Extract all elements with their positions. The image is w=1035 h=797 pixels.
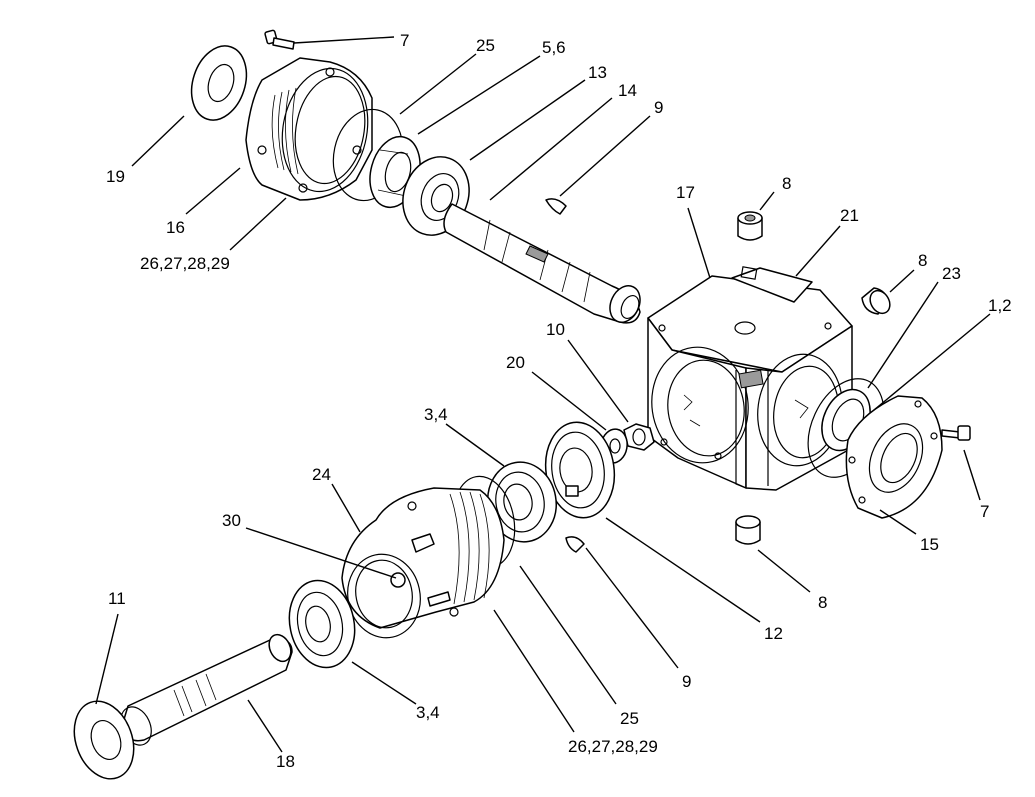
- part-7-bolt-top: [264, 29, 295, 50]
- callout-30: 30: [222, 511, 241, 530]
- leader-lines: [95, 36, 991, 753]
- callout-16: 16: [166, 218, 185, 237]
- part-16-bearing-cap: [245, 57, 373, 201]
- callout-9-top: 9: [654, 98, 663, 117]
- part-8-plug-bottom: [735, 515, 761, 545]
- callout-25-bottom: 25: [620, 709, 639, 728]
- callout-19: 19: [106, 167, 125, 186]
- callout-18: 18: [276, 752, 295, 771]
- callout-8-right: 8: [918, 251, 927, 270]
- part-21-decal: [731, 266, 813, 303]
- part-9-key-bottom: [565, 536, 585, 553]
- callout-17: 17: [676, 183, 695, 202]
- callout-11: 11: [108, 589, 126, 608]
- part-3-4-bearing-bottom: [288, 579, 356, 669]
- callout-7-right: 7: [980, 502, 989, 521]
- callout-20: 20: [506, 353, 525, 372]
- part-14-shaft: [443, 203, 641, 324]
- callout-23: 23: [942, 264, 961, 283]
- callout-15: 15: [920, 535, 939, 554]
- part-8-plug-top: [737, 211, 763, 241]
- callout-5-6: 5,6: [542, 38, 566, 57]
- callout-26-29-bottom: 26,27,28,29: [568, 737, 658, 756]
- callout-10: 10: [546, 320, 565, 339]
- part-12-gear: [544, 421, 616, 519]
- part-24-bearing-housing: [341, 487, 505, 639]
- callout-12: 12: [764, 624, 783, 643]
- part-19-seal-washer: [190, 45, 248, 121]
- part-10-nut: [623, 423, 655, 451]
- callout-9-bottom: 9: [682, 672, 691, 691]
- callout-24: 24: [312, 465, 331, 484]
- part-18-shaft: [120, 633, 293, 746]
- part-15-end-cover: [845, 395, 943, 519]
- callout-26-29-top: 26,27,28,29: [140, 254, 230, 273]
- callout-labels: 7 25 5,6 13 14 9 19 16 26,27,28,29 17 8 …: [106, 31, 1012, 771]
- callout-7-top: 7: [400, 31, 409, 50]
- callout-8-bottom: 8: [818, 593, 827, 612]
- callout-13: 13: [588, 63, 607, 82]
- callout-3-4-bottom: 3,4: [416, 703, 440, 722]
- part-7-bolt-right: [941, 425, 971, 441]
- callout-21: 21: [840, 206, 859, 225]
- part-9-key-top: [545, 198, 567, 215]
- callout-1-2: 1,2: [988, 296, 1012, 315]
- part-17-gearbox-housing: [647, 275, 853, 491]
- callout-8-top: 8: [782, 174, 791, 193]
- part-11-seal: [73, 700, 135, 780]
- callout-14: 14: [618, 81, 637, 100]
- callout-25-top: 25: [476, 36, 495, 55]
- callout-3-4-top: 3,4: [424, 405, 448, 424]
- part-8-plug-right: [861, 287, 891, 315]
